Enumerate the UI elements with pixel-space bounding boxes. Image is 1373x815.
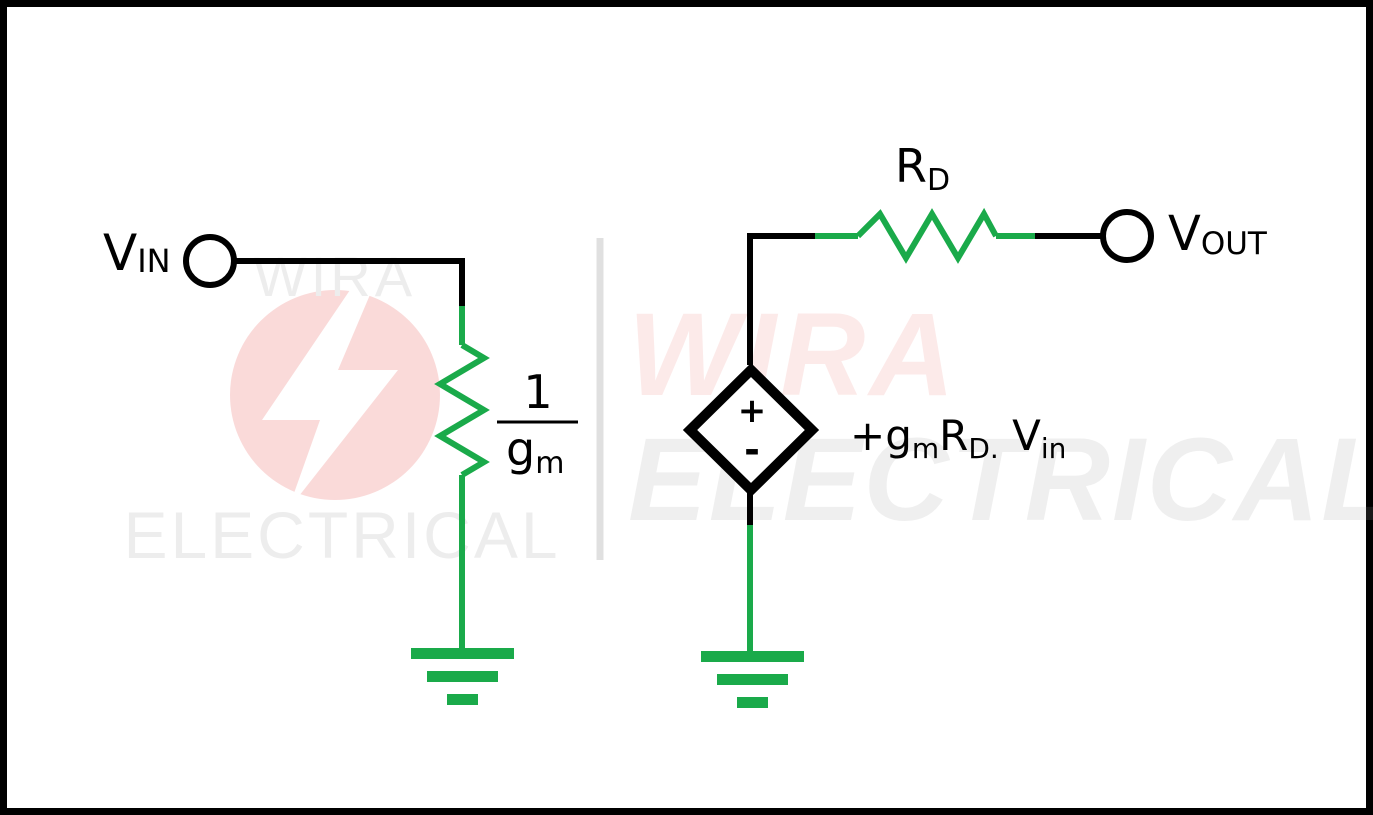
watermark-right-top: WIRA <box>628 289 959 421</box>
resistor-1-over-gm <box>434 342 490 478</box>
source-plus-sign: + <box>738 391 767 431</box>
rd-label: RD <box>895 139 950 198</box>
fraction-numerator: 1 <box>523 365 552 419</box>
vin-terminal-icon <box>183 234 237 288</box>
watermark-left-top: WIRA <box>254 245 416 308</box>
source-minus-sign: - <box>744 428 760 472</box>
watermark-left-bottom: ELECTRICAL <box>123 498 560 572</box>
ground-right-icon <box>701 651 804 708</box>
output-wire-left <box>747 233 815 365</box>
vout-terminal-icon <box>1100 209 1154 263</box>
resistor-rd <box>855 207 999 264</box>
ground-left-icon <box>411 648 514 705</box>
output-branch <box>682 207 1154 708</box>
watermark-circle <box>230 290 440 500</box>
watermark-bolt-icon <box>262 290 398 510</box>
input-branch <box>183 234 514 705</box>
watermark-left-logo: WIRA ELECTRICAL <box>123 245 560 572</box>
vout-label: VOUT <box>1168 206 1268 262</box>
source-expression: +gmRD. Vin <box>850 411 1066 465</box>
input-wire <box>235 258 465 306</box>
fraction-denominator: gm <box>506 422 564 481</box>
vin-label: VIN <box>103 224 171 282</box>
